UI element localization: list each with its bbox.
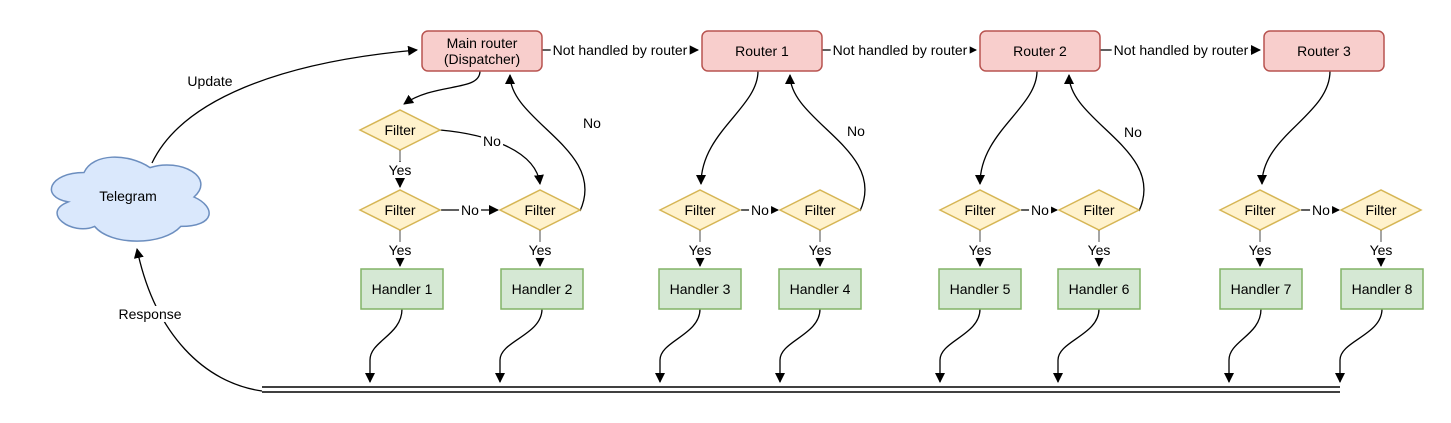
handler5-label: Handler 5	[949, 280, 1011, 297]
handler4-box	[778, 268, 862, 310]
main-router-label-line1: Main router	[446, 34, 518, 51]
filter0-label: Filter	[384, 121, 416, 138]
edge-handler7-to-bus	[1224, 308, 1262, 383]
filter0-diamond	[358, 109, 442, 151]
main-router-label-line2: (Dispatcher)	[443, 51, 521, 67]
yes-label-handler8: Yes	[1367, 241, 1395, 259]
edge-update	[151, 45, 418, 164]
handler2-box	[500, 268, 584, 310]
update-label: Update	[185, 72, 235, 90]
handler5-box	[938, 268, 1022, 310]
response-label: Response	[116, 305, 184, 323]
yes-label-handler1: Yes	[386, 241, 414, 259]
no-label-pair-r1: No	[749, 201, 771, 219]
handler6-label: Handler 6	[1068, 280, 1130, 297]
filter6-diamond	[1057, 189, 1141, 231]
yes-label-handler2: Yes	[526, 241, 554, 259]
edge-main-return-no	[505, 74, 586, 212]
edge-handler1-to-bus	[365, 308, 403, 383]
edge-response	[133, 248, 263, 392]
edge-router3-to-filter	[1257, 70, 1331, 185]
edges	[133, 45, 1386, 392]
handler3-label: Handler 3	[669, 280, 731, 297]
handler2-label: Handler 2	[511, 280, 573, 297]
edge-filter0-no	[439, 129, 544, 185]
edge-handler2-to-bus	[495, 308, 543, 383]
filter4-label: Filter	[804, 201, 836, 218]
no-label-pair-main: No	[459, 201, 481, 219]
router1-label: Router 1	[735, 42, 789, 59]
telegram-cloud-label: Telegram	[99, 187, 157, 204]
filter3-diamond	[658, 189, 742, 231]
no-label-pair-r3: No	[1310, 201, 1332, 219]
filter6-label: Filter	[1083, 201, 1115, 218]
filter7-label: Filter	[1244, 201, 1276, 218]
handler3-box	[658, 268, 742, 310]
telegram-cloud-shape	[50, 156, 210, 242]
handler1-box	[360, 268, 444, 310]
yes-label-handler3: Yes	[686, 241, 714, 259]
yes-label-handler4: Yes	[806, 241, 834, 259]
router2-box	[979, 30, 1101, 72]
router3-label: Router 3	[1297, 42, 1351, 59]
yes-label-handler7: Yes	[1246, 241, 1274, 259]
yes-label-handler5: Yes	[966, 241, 994, 259]
filter7-diamond	[1218, 189, 1302, 231]
filter8-diamond	[1339, 189, 1423, 231]
edge-router2-to-filter	[975, 70, 1038, 185]
not-handled-label-3: Not handled by router	[1111, 41, 1251, 59]
no-label-pair-r2: No	[1029, 201, 1051, 219]
filter5-label: Filter	[964, 201, 996, 218]
filter1-label: Filter	[384, 201, 416, 218]
no-label-return-main: No	[581, 114, 603, 132]
filter2-diamond	[498, 189, 582, 231]
handler4-label: Handler 4	[789, 280, 851, 297]
handler8-box	[1340, 268, 1424, 310]
main-router-box	[421, 30, 543, 72]
edge-router1-return-no	[785, 74, 866, 212]
no-label-filter0: No	[481, 132, 503, 150]
handler1-label: Handler 1	[371, 280, 433, 297]
filter1-diamond	[358, 189, 442, 231]
no-label-return-r2: No	[1122, 123, 1144, 141]
yes-label-handler6: Yes	[1085, 241, 1113, 259]
not-handled-label-1: Not handled by router	[550, 41, 690, 59]
edge-router1-to-filter	[696, 70, 759, 185]
filter3-label: Filter	[684, 201, 716, 218]
edge-main-to-filter	[403, 70, 481, 105]
edge-handler3-to-bus	[655, 308, 701, 383]
no-label-return-r1: No	[845, 122, 867, 140]
handler7-label: Handler 7	[1230, 280, 1292, 297]
filter2-label: Filter	[524, 201, 556, 218]
main-router-label: Main router (Dispatcher)	[444, 35, 520, 67]
edge-handler4-to-bus	[775, 308, 821, 383]
handler7-box	[1219, 268, 1303, 310]
router1-box	[701, 30, 823, 72]
yes-label-filter0: Yes	[386, 161, 414, 179]
edge-handler8-to-bus	[1335, 308, 1383, 383]
filter4-diamond	[778, 189, 862, 231]
edge-handler6-to-bus	[1053, 308, 1100, 383]
router2-label: Router 2	[1013, 42, 1067, 59]
filter8-label: Filter	[1365, 201, 1397, 218]
edge-router2-return-no	[1064, 74, 1145, 212]
router3-box	[1263, 30, 1385, 72]
edge-handler5-to-bus	[935, 308, 981, 383]
filter5-diamond	[938, 189, 1022, 231]
not-handled-label-2: Not handled by router	[830, 41, 970, 59]
handler8-label: Handler 8	[1351, 280, 1413, 297]
handler6-box	[1057, 268, 1141, 310]
